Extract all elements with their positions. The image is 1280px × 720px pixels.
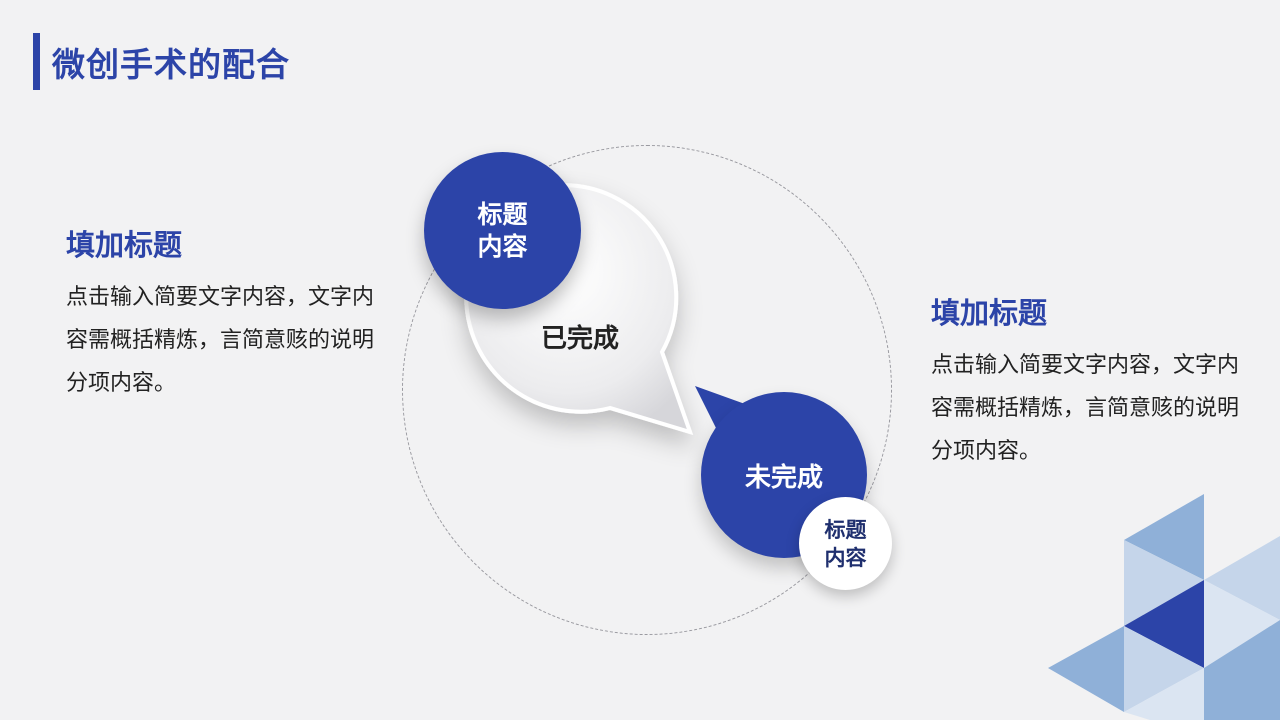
- triangle-5: [1204, 580, 1280, 668]
- right-text-block: 填加标题 点击输入简要文字内容，文字内容需概括精炼，言简意赅的说明分项内容。: [931, 290, 1251, 473]
- left-body: 点击输入简要文字内容，文字内容需概括精炼，言简意赅的说明分项内容。: [66, 285, 375, 396]
- dashed-ring: [402, 145, 892, 635]
- left-text-block: 填加标题 点击输入简要文字内容，文字内容需概括精炼，言简意赅的说明分项内容。: [66, 222, 386, 405]
- small-circle-line1: 标题: [824, 517, 867, 542]
- triangle-2: [1124, 540, 1204, 626]
- right-heading: 填加标题: [931, 296, 1048, 330]
- triangle-3: [1204, 536, 1280, 620]
- triangle-4: [1124, 580, 1204, 668]
- triangle-1: [1124, 494, 1204, 580]
- top-circle-line1: 标题: [477, 199, 528, 229]
- small-circle-line2: 内容: [824, 545, 867, 570]
- blue-bubble-tail: [695, 386, 745, 440]
- small-white-circle: 标题 内容: [799, 497, 892, 590]
- right-body: 点击输入简要文字内容，文字内容需概括精炼，言简意赅的说明分项内容。: [931, 353, 1240, 464]
- triangle-8: [1124, 668, 1204, 720]
- left-heading: 填加标题: [66, 228, 183, 262]
- slide-title: 微创手术的配合: [52, 45, 290, 84]
- triangle-6: [1048, 626, 1124, 712]
- triangle-9: [1204, 620, 1280, 720]
- triangle-7: [1124, 626, 1204, 712]
- top-blue-circle: 标题 内容: [424, 152, 581, 309]
- top-circle-line2: 内容: [477, 231, 528, 261]
- title-accent-bar: [33, 33, 40, 90]
- incomplete-label: 未完成: [744, 462, 823, 493]
- completed-label: 已完成: [540, 324, 619, 354]
